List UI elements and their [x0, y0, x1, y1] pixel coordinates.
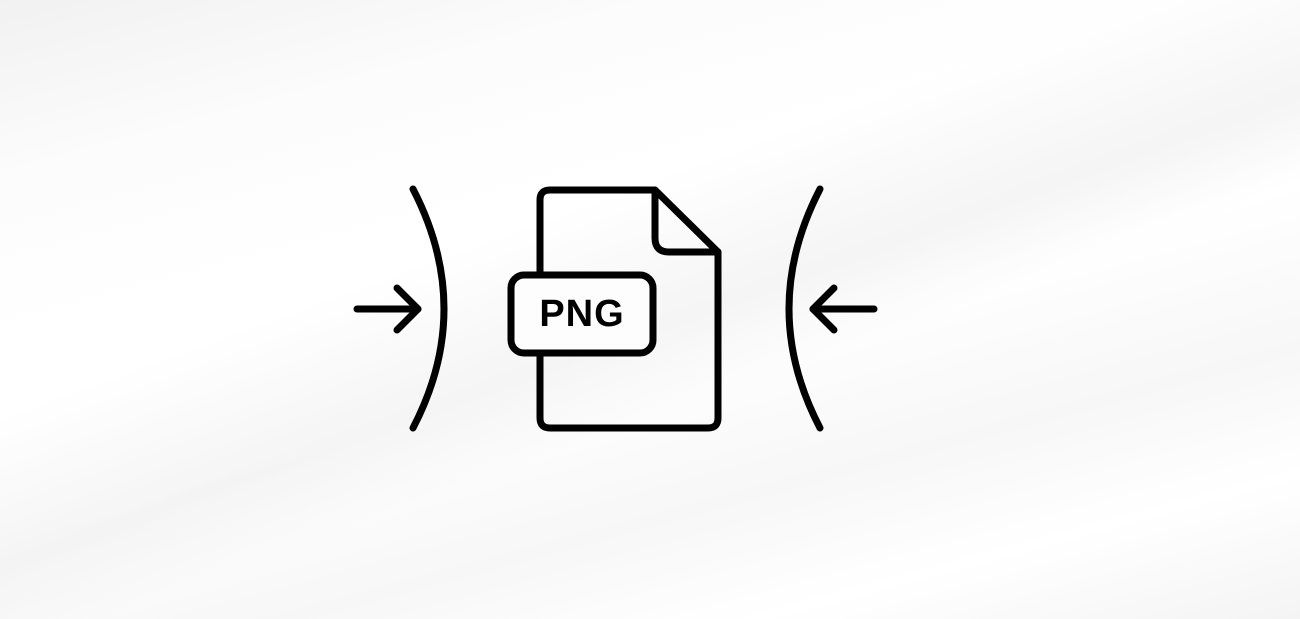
arrow-right-icon [353, 284, 422, 334]
right-bracket-icon [785, 185, 824, 432]
png-file-icon [507, 186, 722, 432]
left-bracket-icon [409, 185, 448, 432]
arrow-left-icon [809, 284, 878, 334]
file-type-label: PNG [539, 293, 625, 335]
